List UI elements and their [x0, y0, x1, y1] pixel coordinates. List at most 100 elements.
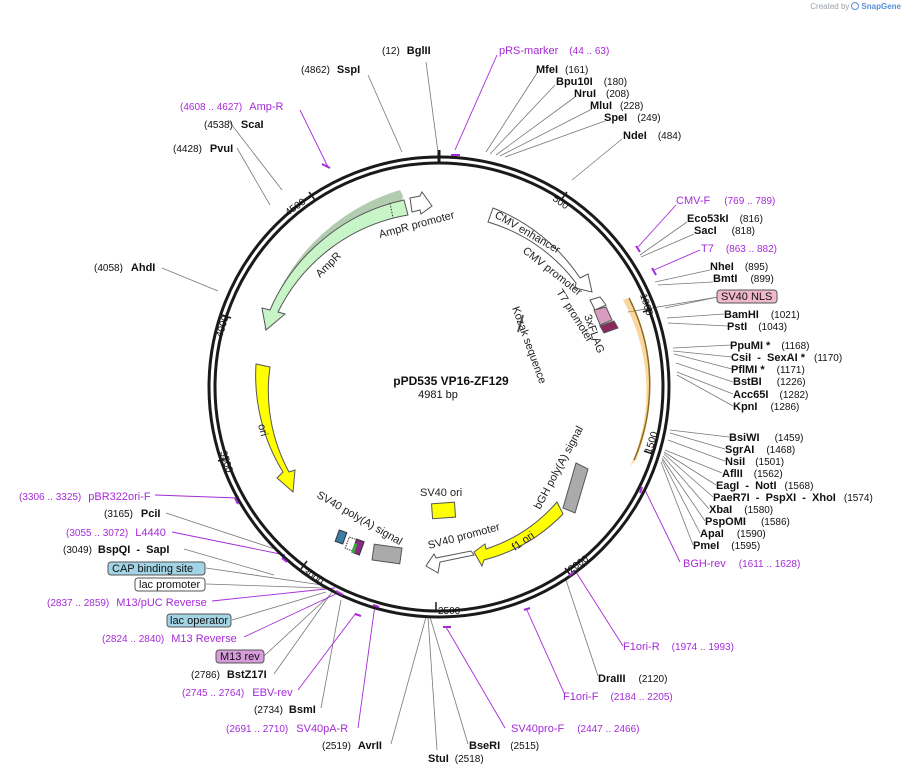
svg-text:MluI(228): MluI(228) [590, 100, 643, 112]
enzyme-name: BamHI [724, 309, 759, 321]
enzyme-pos: (899) [750, 274, 773, 285]
enzyme-name: AflII [722, 468, 743, 480]
nls-feature [593, 306, 613, 326]
enzyme-pos: (895) [745, 262, 768, 273]
enzyme-name: SgrAI [725, 444, 754, 456]
primer-range: (2691 .. 2710) [226, 724, 288, 735]
svg-text:(2745 .. 2764)EBV-rev: (2745 .. 2764)EBV-rev [182, 687, 293, 699]
enzyme-name: Eco53kI [687, 213, 729, 225]
enzyme-pos: (1468) [766, 445, 795, 456]
enzyme-name: BstZ17I [227, 669, 267, 681]
sv40-ori-label: SV40 ori [420, 487, 462, 499]
enzyme-name: PspOMI [705, 516, 746, 528]
svg-text:AflII(1562): AflII (1562) [722, 468, 783, 480]
svg-text:EagI - NotI(1568): EagI - NotI(1568) [716, 480, 813, 492]
tick-marks [217, 191, 654, 612]
enzyme-name: BsmI [289, 704, 316, 716]
svg-text:StuI(2518): StuI(2518) [428, 753, 484, 765]
primer-leaders [154, 54, 701, 729]
primer-name: Amp-R [249, 101, 283, 113]
ampr-promoter-arrow [409, 191, 433, 215]
enzyme-pos: (4058) [94, 263, 123, 274]
sv40-promoter-arrow [425, 550, 475, 574]
svg-text:BseRI(2515): BseRI(2515) [469, 740, 539, 752]
primer-name: T7 [701, 243, 714, 255]
svg-text:PaeR7I - PspXI - XhoI(1574: PaeR7I - PspXI - XhoI(1574) [713, 492, 873, 504]
enzyme-pos: (208) [606, 89, 629, 100]
primer-range: (2824 .. 2840) [102, 634, 164, 645]
svg-text:CsiI - SexAI *(1170): CsiI - SexAI *(1170) [731, 352, 842, 364]
enzyme-name: BspQI - SapI [98, 544, 170, 556]
enzyme-name: PpuMI * [730, 340, 771, 352]
enzyme-name: MfeI [536, 64, 558, 76]
sv40-polya-label: SV40 poly(A) signal [315, 489, 405, 548]
primer-range: (2447 .. 2466) [577, 724, 639, 735]
kozak-mark [517, 314, 524, 333]
svg-text:(4862)SspI: (4862)SspI [301, 64, 360, 76]
svg-text:BsiWI(1459): BsiWI(1459) [729, 432, 803, 444]
created-by-text: Created by [810, 2, 850, 11]
enzyme-name: SspI [337, 64, 360, 76]
enzyme-pos: (12) [382, 46, 400, 57]
svg-text:(2786)BstZ17I: (2786)BstZ17I [191, 669, 267, 681]
enzyme-pos: (180) [604, 77, 627, 88]
primer-range: (1611 .. 1628) [739, 559, 801, 570]
cmv-enhancer-arrow [487, 207, 593, 293]
sv40-polya-box [371, 543, 403, 565]
enzyme-name: ApaI [700, 528, 724, 540]
tick-label-1000: 1000 [637, 293, 654, 318]
svg-text:(2734)BsmI: (2734) BsmI [254, 704, 316, 716]
enzyme-pos: (2120) [639, 674, 668, 685]
enzyme-name: AvrII [358, 740, 382, 752]
primer-name: EBV-rev [252, 687, 293, 699]
svg-text:(2824 .. 2840)M13 Reverse: (2824 .. 2840)M13 Reverse [102, 633, 237, 645]
enzyme-name: MluI [590, 100, 612, 112]
svg-text:NruI(208): NruI (208) [574, 88, 629, 100]
enzyme-pos: (1574) [844, 493, 873, 504]
enzyme-pos: (1226) [777, 377, 806, 388]
primer-name: SV40pA-R [296, 723, 348, 735]
lac-operator-mark [334, 529, 348, 545]
plasmid-length: 4981 bp [418, 389, 458, 401]
tick-label-4000: 4000 [214, 314, 231, 339]
ampr-dash [389, 202, 394, 219]
enzyme-name: AhdI [131, 262, 155, 274]
enzyme-pos: (2734) [254, 705, 283, 716]
enzyme-name: XbaI [709, 504, 732, 516]
svg-text:BamHI(1021): BamHI(1021) [724, 309, 800, 321]
enzyme-pos: (1043) [758, 322, 787, 333]
svg-text:(3055 .. 3072)L4440: (3055 .. 3072)L4440 [66, 527, 166, 539]
enzyme-name: NruI [574, 88, 596, 100]
leader-lines [161, 61, 734, 751]
enzyme-pos: (2515) [510, 741, 539, 752]
sv40-nls-label: SV40 NLS [721, 291, 772, 303]
primer-name: pBR322ori-F [88, 491, 151, 503]
enzyme-name: Acc65I [733, 389, 768, 401]
svg-text:SpeI(249): SpeI(249) [604, 112, 661, 124]
lac-operator-label: lac operator [170, 615, 228, 627]
cap-mark [351, 542, 358, 554]
kozak-label: Kozak sequence [509, 305, 548, 386]
enzyme-pos: (1562) [754, 469, 783, 480]
svg-text:PpuMI *(1168): PpuMI *(1168) [730, 340, 810, 352]
primer-range: (4608 .. 4627) [180, 102, 242, 113]
right-enzyme-labels: MfeI(161) Bpu10I(180) NruI(208) MluI(228… [536, 64, 873, 685]
svg-text:(4428)PvuI: (4428)PvuI [173, 143, 233, 155]
enzyme-pos: (1586) [761, 517, 790, 528]
lac-promoter-label: lac promoter [139, 579, 200, 591]
flag-feature [599, 320, 619, 334]
enzyme-pos: (1282) [779, 390, 808, 401]
enzyme-pos: (1171) [777, 365, 805, 376]
enzyme-name: EagI - NotI [716, 480, 777, 492]
enzyme-name: NheI [710, 261, 734, 273]
primer-range: (3306 .. 3325) [19, 492, 81, 503]
svg-text:(3306 .. 3325)pBR322ori-F: (3306 .. 3325) pBR322ori-F [19, 491, 151, 503]
svg-text:(12)BglII: (12)BglII [382, 45, 431, 57]
enzyme-name: PflMI * [731, 364, 765, 376]
enzyme-name: SpeI [604, 112, 627, 124]
lac-promoter-box [134, 577, 206, 592]
enzyme-pos: (4428) [173, 144, 202, 155]
cap-binding-label: CAP binding site [112, 563, 193, 575]
